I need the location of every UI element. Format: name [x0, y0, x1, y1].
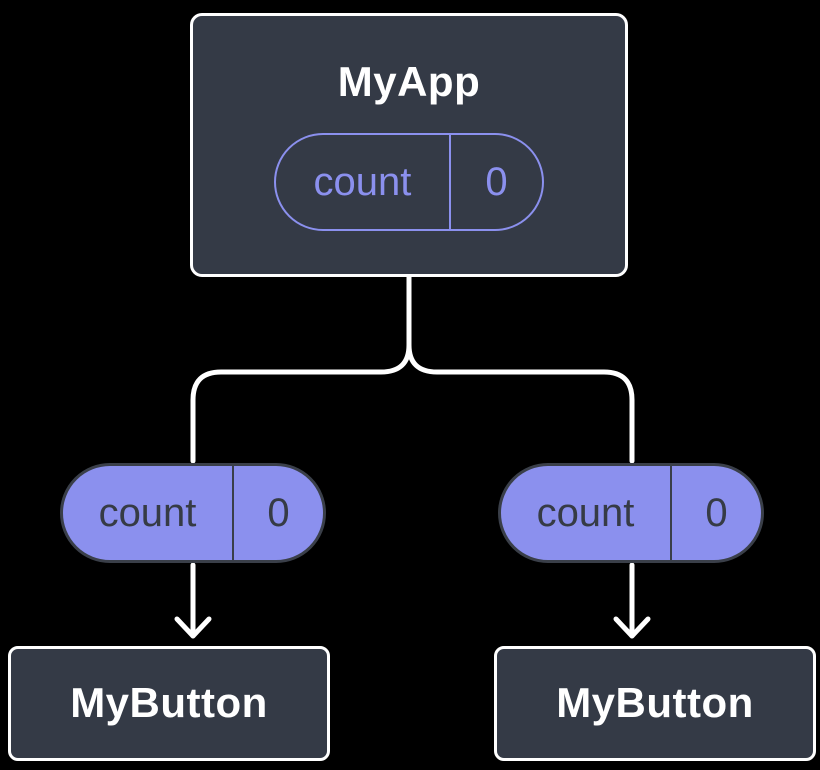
prop-pill-right: count 0	[498, 463, 764, 563]
arrow-down-right-icon	[613, 562, 651, 639]
mybutton-node-right-title: MyButton	[556, 679, 754, 727]
myapp-node: MyApp count 0	[190, 13, 628, 277]
state-pill-value: 0	[448, 135, 542, 230]
arrow-down-left-icon	[174, 562, 212, 639]
mybutton-node-left: MyButton	[8, 646, 330, 761]
prop-pill-left: count 0	[60, 463, 326, 563]
tree-branch-left-connector	[190, 274, 412, 464]
myapp-state-pill: count 0	[274, 133, 544, 232]
myapp-node-title: MyApp	[337, 57, 481, 105]
tree-branch-right-connector	[406, 342, 635, 464]
prop-pill-right-value: 0	[670, 466, 761, 560]
prop-pill-right-key: count	[536, 490, 635, 535]
state-pill-key: count	[313, 159, 412, 204]
mybutton-node-right: MyButton	[494, 646, 816, 761]
prop-pill-left-value: 0	[232, 466, 323, 560]
mybutton-node-left-title: MyButton	[70, 679, 268, 727]
prop-pill-left-key: count	[98, 490, 197, 535]
